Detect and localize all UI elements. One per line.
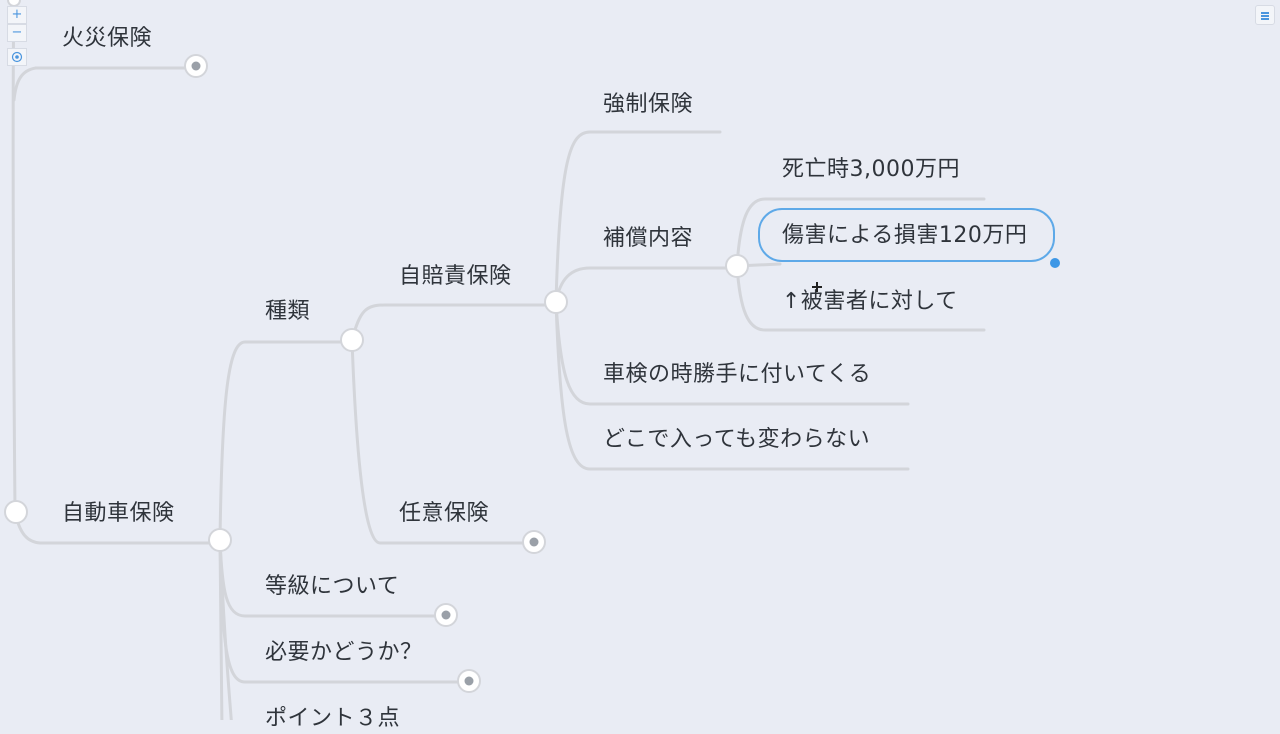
- compulsory-liability-collapse-toggle[interactable]: [544, 290, 568, 314]
- fire-insurance-expander[interactable]: [184, 54, 208, 78]
- node-injury-coverage[interactable]: 傷害による損害120万円: [782, 223, 1028, 248]
- center-view-button[interactable]: [7, 48, 27, 66]
- node-points[interactable]: ポイント３点: [265, 706, 401, 731]
- crosshair-cursor-icon: [812, 282, 822, 292]
- selection-resize-handle[interactable]: [1050, 258, 1060, 268]
- auto-insurance-collapse-toggle[interactable]: [208, 528, 232, 552]
- node-fire-insurance[interactable]: 火災保険: [62, 26, 153, 51]
- node-necessity[interactable]: 必要かどうか？: [265, 640, 423, 665]
- node-auto-insurance[interactable]: 自動車保険: [62, 501, 175, 526]
- node-victim-note[interactable]: ↑被害者に対して: [782, 289, 958, 314]
- zoom-in-button[interactable]: +: [7, 6, 27, 24]
- root-collapse-toggle[interactable]: [4, 500, 28, 524]
- menu-button[interactable]: [1255, 5, 1275, 25]
- necessity-expander[interactable]: [457, 669, 481, 693]
- zoom-out-button[interactable]: −: [7, 24, 27, 42]
- node-compulsory-liability[interactable]: 自賠責保険: [399, 264, 512, 289]
- node-inspection[interactable]: 車検の時勝手に付いてくる: [603, 362, 872, 387]
- node-voluntary-insurance[interactable]: 任意保険: [399, 501, 490, 526]
- node-grade[interactable]: 等級について: [265, 574, 400, 599]
- target-icon: [11, 51, 23, 63]
- node-compulsory-insurance[interactable]: 強制保険: [603, 92, 694, 117]
- coverage-collapse-toggle[interactable]: [725, 254, 749, 278]
- node-death-coverage[interactable]: 死亡時3,000万円: [782, 157, 960, 182]
- types-collapse-toggle[interactable]: [340, 328, 364, 352]
- selected-node-highlight: [758, 208, 1055, 262]
- node-types[interactable]: 種類: [265, 299, 311, 324]
- voluntary-insurance-expander[interactable]: [522, 530, 546, 554]
- node-anywhere[interactable]: どこで入っても変わらない: [603, 427, 871, 452]
- grade-expander[interactable]: [434, 603, 458, 627]
- node-coverage[interactable]: 補償内容: [603, 226, 694, 251]
